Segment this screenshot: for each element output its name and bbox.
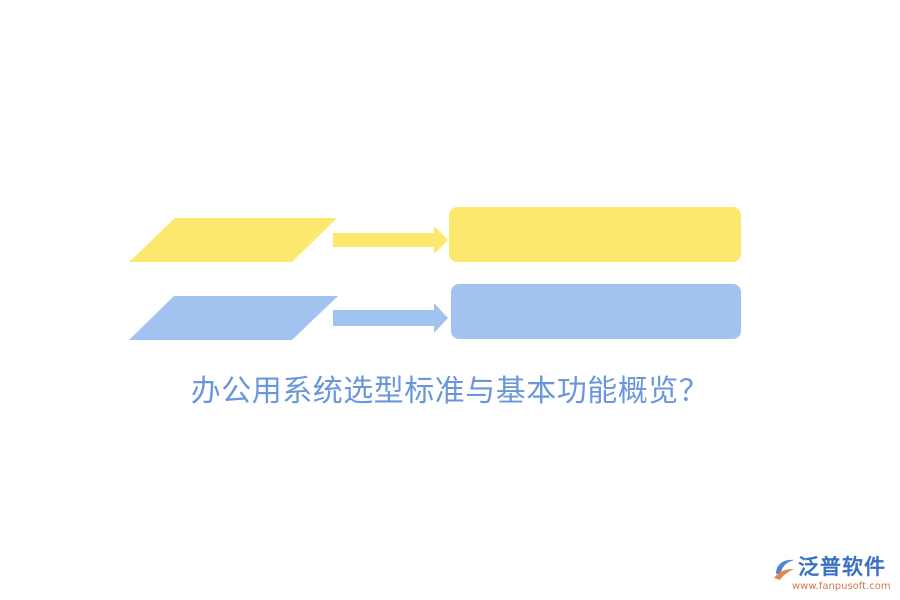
row2-box — [451, 284, 741, 339]
brand-watermark: 泛普软件 www.fanpusoft.com — [770, 552, 892, 596]
row1-box — [449, 207, 741, 262]
brand-url: www.fanpusoft.com — [792, 581, 891, 592]
brand-name: 泛普软件 — [798, 555, 886, 579]
row1-parallelogram — [129, 218, 337, 262]
row2-arrow — [333, 303, 448, 333]
row1-arrow — [333, 226, 448, 254]
row2-parallelogram — [129, 296, 338, 340]
diagram-title: 办公用系统选型标准与基本功能概览？ — [190, 374, 710, 409]
fanpu-logo-icon — [774, 559, 794, 580]
